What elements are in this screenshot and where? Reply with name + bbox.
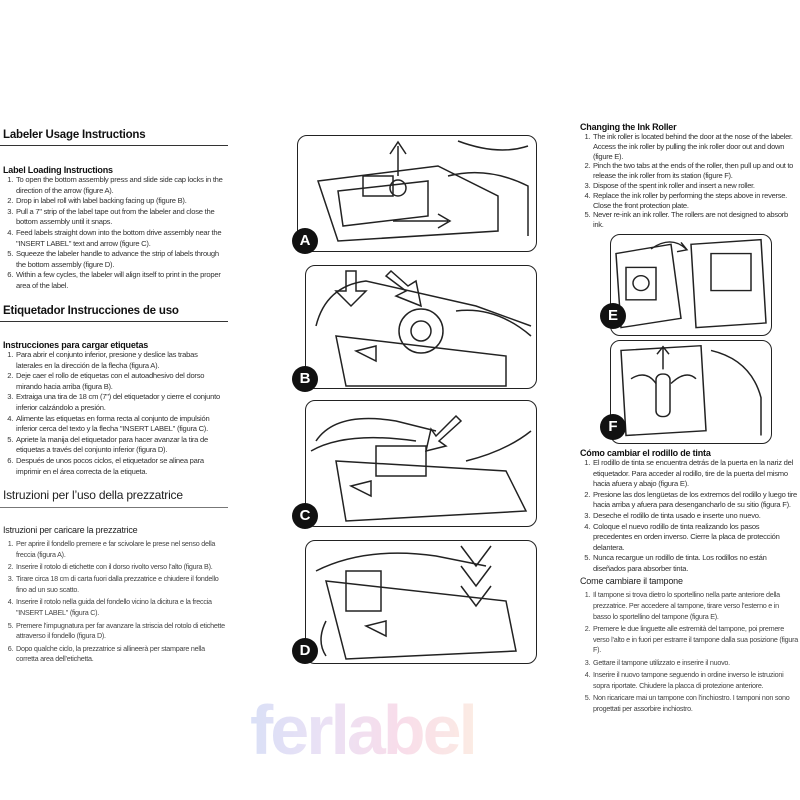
figure-e [610,234,772,336]
instruction-step: Inserire il rotolo nella guida del fonde… [15,597,225,619]
divider [0,507,228,508]
ferlabel-watermark-logo: ferlabel [250,691,478,769]
instruction-step: Dispose of the spent ink roller and inse… [592,181,798,191]
instruction-step: Premere le due linguette alle estremità … [592,624,798,656]
english-title: Labeler Usage Instructions [3,129,146,141]
english-ink-steps: The ink roller is located behind the doo… [580,132,798,230]
instruction-step: Deje caer el rollo de etiquetas con el a… [15,371,225,392]
instruction-step: Per aprire il fondello premere e far sci… [15,539,225,561]
figure-f-label: F [600,414,626,440]
instruction-step: Alimente las etiquetas en forma recta al… [15,414,225,435]
instruction-step: Feed labels straight down into the botto… [15,228,225,249]
italian-title: Istruzioni per l’uso della prezzatrice [3,488,183,502]
instruction-step: Replace the ink roller by performing the… [592,191,798,211]
instruction-step: Drop in label roll with label backing fa… [15,196,225,207]
instruction-step: To open the bottom assembly press and sl… [15,175,225,196]
italian-loading-title: Istruzioni per caricare la prezzatrice [3,525,138,535]
instruction-step: Extraiga una tira de 18 cm (7") del etiq… [15,392,225,413]
instruction-step: Premere l’impugnatura per far avanzare l… [15,621,225,643]
italian-loading-steps: Per aprire il fondello premere e far sci… [3,539,225,667]
figure-a [297,135,537,252]
instruction-step: Después de unos pocos ciclos, el etiquet… [15,456,225,477]
instruction-step: Gettare il tampone utilizzato e inserire… [592,658,798,669]
instruction-step: Apriete la manija del etiquetador para h… [15,435,225,456]
figure-d-label: D [292,638,318,664]
instruction-step: Inserire il rotolo di etichette con il d… [15,562,225,573]
instruction-step: Deseche el rodillo de tinta usado e inse… [592,511,798,522]
figure-c-label: C [292,503,318,529]
instruction-step: Inserire il nuovo tampone seguendo in or… [592,670,798,692]
instruction-step: Pull a 7" strip of the label tape out fr… [15,207,225,228]
instruction-step: Nunca recargue un rodillo de tinta. Los … [592,553,798,574]
english-ink-title: Changing the Ink Roller [580,122,677,132]
figure-b-label: B [292,366,318,392]
divider [0,321,228,322]
instruction-step: Dopo qualche ciclo, la prezzatrice si al… [15,644,225,666]
spanish-loading-steps: Para abrir el conjunto inferior, presion… [3,350,225,477]
instruction-step: Coloque el nuevo rodillo de tinta realiz… [592,522,798,554]
instruction-step: Presione las dos lengüetas de los extrem… [592,490,798,511]
divider [0,145,228,146]
spanish-title: Etiquetador Instrucciones de uso [3,305,179,317]
figure-d [305,540,537,664]
instruction-step: Pinch the two tabs at the ends of the ro… [592,161,798,181]
spanish-ink-steps: El rodillo de tinta se encuentra detrás … [580,458,798,575]
instruction-step: Tirare circa 18 cm di carta fuori dalla … [15,574,225,596]
english-loading-steps: To open the bottom assembly press and sl… [3,175,225,292]
italian-ink-steps: Il tampone si trova dietro lo sportellin… [580,590,798,716]
instruction-step: Squeeze the labeler handle to advance th… [15,249,225,270]
instruction-step: Non ricaricare mai un tampone con l’inch… [592,693,798,715]
italian-ink-title: Come cambiare il tampone [580,576,683,586]
instruction-step: Il tampone si trova dietro lo sportellin… [592,590,798,622]
figure-a-label: A [292,228,318,254]
instruction-step: The ink roller is located behind the doo… [592,132,798,161]
instruction-step: Within a few cycles, the labeler will al… [15,270,225,291]
instruction-step: Never re-ink an ink roller. The rollers … [592,210,798,230]
spanish-loading-title: Instrucciones para cargar etiquetas [3,340,149,350]
figure-b [305,265,537,389]
figure-f [610,340,772,444]
instruction-step: Para abrir el conjunto inferior, presion… [15,350,225,371]
english-loading-title: Label Loading Instructions [3,165,113,175]
spanish-ink-title: Cómo cambiar el rodillo de tinta [580,448,711,458]
instruction-step: El rodillo de tinta se encuentra detrás … [592,458,798,490]
figure-c [305,400,537,527]
figure-e-label: E [600,303,626,329]
